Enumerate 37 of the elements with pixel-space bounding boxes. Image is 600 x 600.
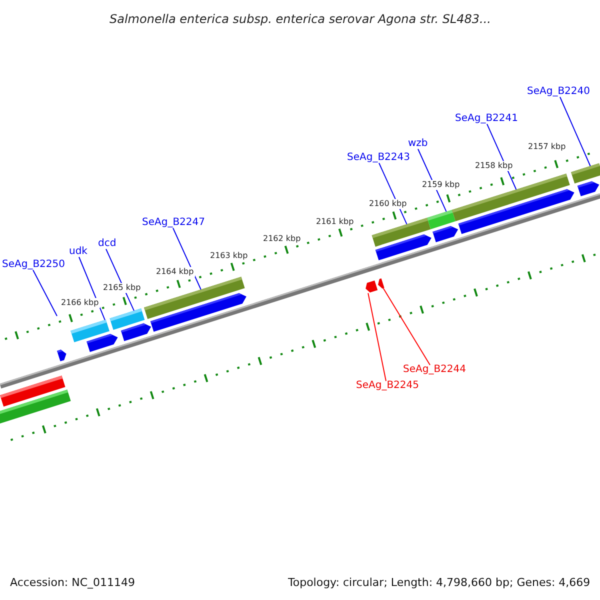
leader-line xyxy=(560,96,591,166)
gene-label: SeAg_B2244 xyxy=(403,365,466,375)
gene-label: wzb xyxy=(408,139,428,149)
coordinate-label: 2165 kbp xyxy=(102,283,142,293)
leader-line xyxy=(486,124,517,190)
footer-text: Accession: NC_011149 xyxy=(10,576,136,588)
coordinate-label: 2161 kbp xyxy=(315,217,355,227)
gene-label: SeAg_B2241 xyxy=(455,114,518,124)
gene-label: udk xyxy=(69,247,88,257)
coordinate-label: 2163 kbp xyxy=(209,251,249,261)
footer-text: Topology: circular; Length: 4,798,660 bp; Genes: 4,669 xyxy=(288,576,590,588)
leader-line xyxy=(368,292,386,382)
gene-bar xyxy=(70,320,110,342)
leader-line xyxy=(78,256,106,320)
gene-feature xyxy=(378,278,384,289)
leader-line xyxy=(32,270,58,316)
gene-bar xyxy=(427,210,456,230)
gene-label: dcd xyxy=(98,239,116,249)
coordinate-label: 2160 kbp xyxy=(368,199,408,209)
gene-bar xyxy=(110,308,145,330)
gene-label: SeAg_B2245 xyxy=(356,381,419,391)
leader-line xyxy=(172,228,202,290)
gene-bar xyxy=(571,163,600,184)
gene-bar xyxy=(372,218,431,247)
coordinate-label: 2164 kbp xyxy=(155,267,195,277)
coordinate-label: 2159 kbp xyxy=(421,180,461,190)
gene-bar xyxy=(144,276,245,319)
leader-line xyxy=(382,288,430,366)
coordinate-label: 2158 kbp xyxy=(474,161,514,171)
gene-label: SeAg_B2243 xyxy=(347,153,410,163)
gene-label: SeAg_B2247 xyxy=(142,218,205,228)
coordinate-label: 2166 kbp xyxy=(60,298,100,308)
gene-label: SeAg_B2240 xyxy=(527,87,590,97)
gene-label: SeAg_B2250 xyxy=(2,260,65,270)
coordinate-label: 2157 kbp xyxy=(527,142,567,152)
title: Salmonella enterica subsp. enterica serovar Agona str. SL483... xyxy=(110,13,491,25)
coordinate-label: 2162 kbp xyxy=(262,234,302,244)
